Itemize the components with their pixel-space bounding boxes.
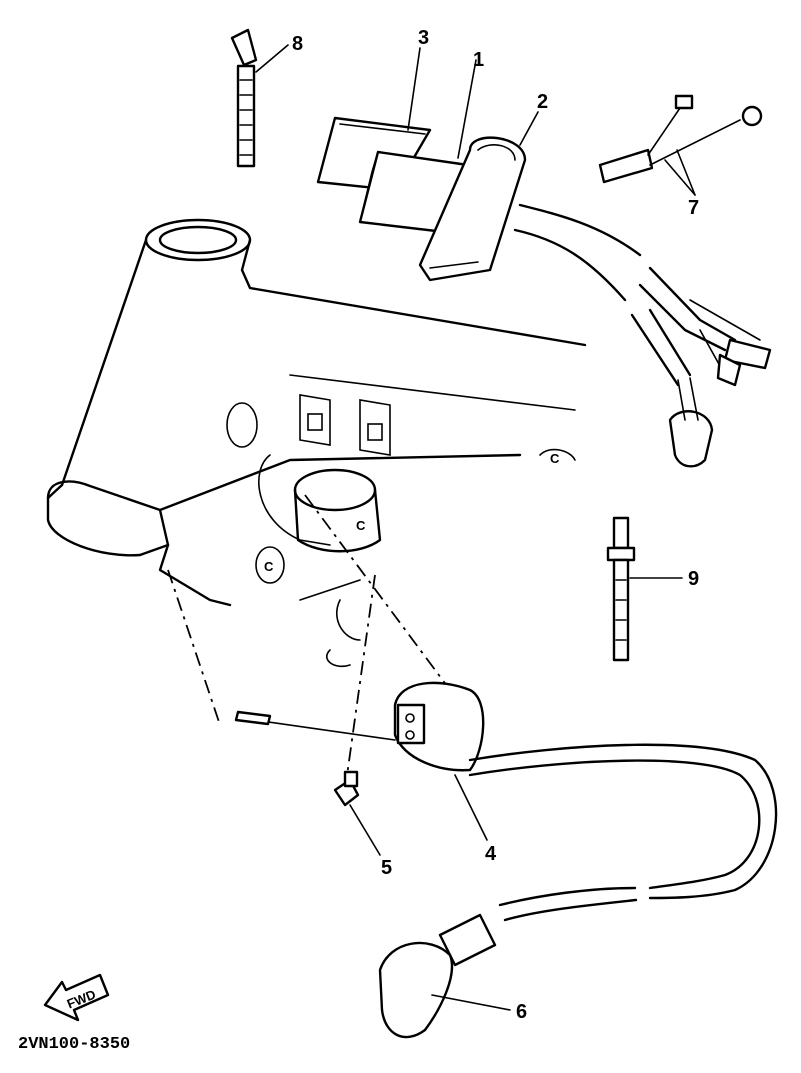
cdi-wire-harness xyxy=(513,203,772,468)
frame-bracket: C xyxy=(226,374,576,668)
part-8-cable-tie xyxy=(230,28,258,168)
callout-8: 8 xyxy=(292,33,303,55)
callout-4: 4 xyxy=(485,843,497,865)
frame-boss: C C xyxy=(255,468,382,584)
svg-text:C: C xyxy=(356,518,366,533)
callout-2: 2 xyxy=(537,91,548,113)
callout-6: 6 xyxy=(516,1001,527,1023)
callout-labels: 8 3 1 2 7 9 4 5 6 xyxy=(292,27,699,1023)
part-6-plug-cap xyxy=(378,913,497,1039)
part-5-bolt xyxy=(333,770,360,807)
part-4-ignition-coil xyxy=(234,681,485,772)
svg-text:C: C xyxy=(264,559,274,574)
callout-7: 7 xyxy=(688,197,699,219)
frame-head-pipe xyxy=(46,218,587,607)
part-2-band xyxy=(418,136,527,282)
callout-9: 9 xyxy=(688,568,699,590)
reference-lines xyxy=(167,494,451,791)
part-7-lead-wire xyxy=(598,94,763,196)
callout-5: 5 xyxy=(381,857,392,879)
part-9-cable-tie xyxy=(606,516,636,662)
callout-3: 3 xyxy=(418,27,429,49)
high-tension-lead xyxy=(468,743,778,922)
fwd-arrow: FWD xyxy=(43,973,110,1022)
diagram-code: 2VN100-8350 xyxy=(18,1035,130,1054)
callout-leaders xyxy=(255,44,696,1011)
svg-text:C: C xyxy=(550,451,560,466)
callout-1: 1 xyxy=(473,49,484,71)
